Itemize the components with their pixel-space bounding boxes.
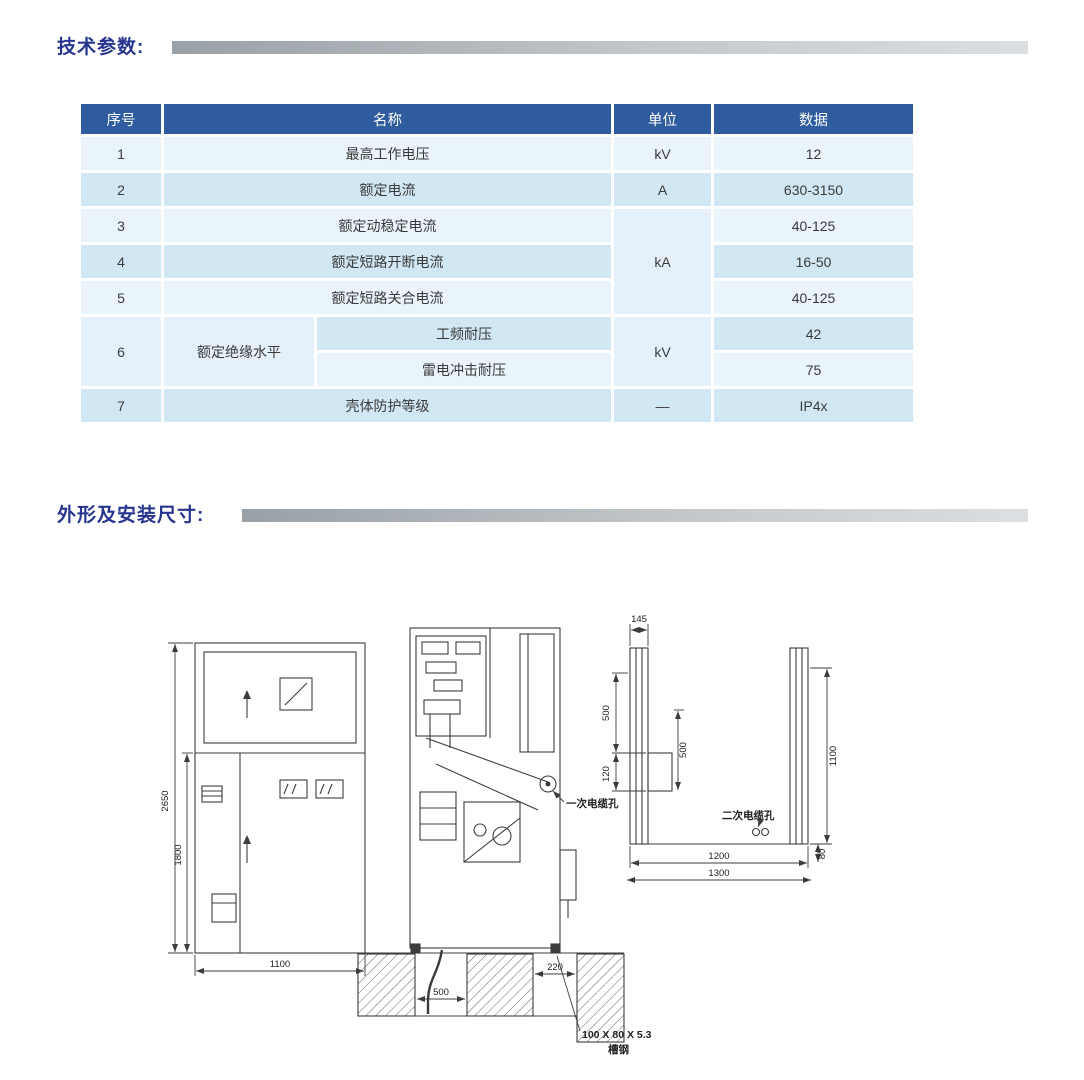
cell-name: 额定电流 — [164, 173, 611, 206]
primary-cable-label: 一次电缆孔 — [552, 790, 619, 810]
vent-grille — [201, 785, 223, 803]
dim-pit-offset: 220 — [547, 962, 563, 973]
secondary-cable-opening — [751, 827, 761, 837]
cell-subname: 工频耐压 — [317, 317, 611, 350]
table-header-row: 序号 名称 单位 数据 — [81, 104, 913, 134]
cell-name-merged: 额定绝缘水平 — [164, 317, 314, 386]
cell-unit: kV — [614, 137, 711, 170]
secondary-cable-opening — [760, 827, 770, 837]
cell-unit: A — [614, 173, 711, 206]
dim-1200: 1200 — [708, 851, 729, 862]
tech-params-table: 序号 名称 单位 数据 1 最高工作电压 kV 12 2 额定电流 A 630-… — [78, 101, 916, 425]
cell-data: 16-50 — [714, 245, 913, 278]
primary-cable-hole-label: 一次电缆孔 — [566, 797, 619, 810]
channel-steel-section — [410, 943, 421, 954]
concrete-hatch — [357, 953, 416, 1017]
section-title-tech-params: 技术参数: — [57, 37, 145, 58]
table-row-3: 3 额定动稳定电流 kA 40-125 — [81, 209, 913, 314]
primary-cable-opening — [647, 752, 673, 792]
rear-box — [559, 849, 577, 901]
meter-window — [279, 677, 313, 711]
cell-data: 630-3150 — [714, 173, 913, 206]
section-title-dimensions: 外形及安装尺寸: — [57, 505, 205, 526]
concrete-hatch — [466, 953, 534, 1017]
cell-data: 40-125 — [714, 281, 913, 314]
table-row-1: 1 最高工作电压 kV 12 — [81, 137, 913, 170]
cell-data: 42 — [714, 317, 913, 350]
col-header-no: 序号 — [81, 104, 161, 134]
dim-pit-width: 500 — [433, 987, 449, 998]
pit-dimensions: 500 220 — [417, 962, 575, 1002]
side-section-view — [409, 627, 577, 949]
table-row-5: 5 额定短路关合电流 40-125 — [81, 281, 913, 314]
cell-no: 5 — [81, 281, 161, 314]
cell-unit: — — [614, 389, 711, 422]
cell-no: 4 — [81, 245, 161, 278]
installation-plan-view — [629, 647, 809, 845]
cell-subname: 雷电冲击耐压 — [317, 353, 611, 386]
linkage-pivot — [539, 775, 557, 793]
cell-no: 7 — [81, 389, 161, 422]
dim-front-lower-height: 1800 — [173, 844, 184, 865]
dim-120: 120 — [601, 766, 612, 782]
concrete-hatch — [576, 953, 625, 1043]
table-row-2: 2 额定电流 A 630-3150 — [81, 173, 913, 206]
dim-front-height: 2650 — [160, 790, 171, 811]
dim-145: 145 — [631, 614, 647, 625]
cabinet-side-outline — [409, 627, 561, 949]
front-dimensions: 2650 1800 1100 — [160, 642, 366, 976]
cell-unit-merged: kV — [614, 317, 711, 386]
cell-name: 额定短路关合电流 — [164, 281, 611, 314]
channel-steel-spec: 100 X 80 X 5.3 — [582, 1029, 652, 1041]
dim-1300: 1300 — [708, 868, 729, 879]
cell-name: 额定动稳定电流 — [164, 209, 611, 242]
warning-plate — [315, 779, 344, 799]
breaker-unit — [419, 791, 457, 841]
cell-data: IP4x — [714, 389, 913, 422]
dim-front-width: 1100 — [270, 959, 290, 970]
cell-unit-merged: kA — [614, 209, 711, 314]
foundation-section — [357, 943, 625, 1043]
outline-drawing: 2650 1800 1100 — [130, 578, 1070, 1078]
cell-no: 2 — [81, 173, 161, 206]
dim-80: 80 — [817, 849, 828, 860]
col-header-name: 名称 — [164, 104, 611, 134]
section-bar-tech — [172, 41, 1028, 54]
dim-1100: 1100 — [828, 746, 839, 766]
dim-500-b: 500 — [678, 742, 689, 758]
secondary-cable-hole-label: 二次电缆孔 — [722, 809, 775, 822]
cell-data: 75 — [714, 353, 913, 386]
cable-run — [426, 949, 444, 1014]
table-row-7: 7 壳体防护等级 — IP4x — [81, 389, 913, 422]
table-row-6b: 雷电冲击耐压 75 — [81, 353, 913, 386]
section-bar-dimensions — [242, 509, 1028, 522]
channel-steel-note: 100 X 80 X 5.3 槽钢 — [556, 955, 652, 1056]
col-header-data: 数据 — [714, 104, 913, 134]
plan-dimensions: 145 500 120 500 1100 1200 — [601, 614, 839, 883]
channel-rail-left — [629, 647, 649, 845]
cell-no: 1 — [81, 137, 161, 170]
cell-name: 壳体防护等级 — [164, 389, 611, 422]
warning-plate — [279, 779, 308, 799]
cabinet-front-outline — [194, 642, 366, 954]
channel-steel-section — [550, 943, 561, 954]
dimension-drawing: 2650 1800 1100 — [160, 614, 839, 1056]
cell-name: 最高工作电压 — [164, 137, 611, 170]
dim-500-a: 500 — [601, 705, 612, 721]
cell-data: 40-125 — [714, 209, 913, 242]
cell-no: 3 — [81, 209, 161, 242]
front-view — [194, 642, 366, 954]
cell-no-merged: 6 — [81, 317, 161, 386]
cell-name: 额定短路开断电流 — [164, 245, 611, 278]
table-row-4: 4 额定短路开断电流 16-50 — [81, 245, 913, 278]
table-row-6a: 6 额定绝缘水平 工频耐压 kV 42 — [81, 317, 913, 386]
col-header-unit: 单位 — [614, 104, 711, 134]
channel-steel-name: 槽钢 — [608, 1043, 629, 1056]
cable-box — [211, 893, 237, 923]
cell-data: 12 — [714, 137, 913, 170]
channel-rail-right — [789, 647, 809, 845]
